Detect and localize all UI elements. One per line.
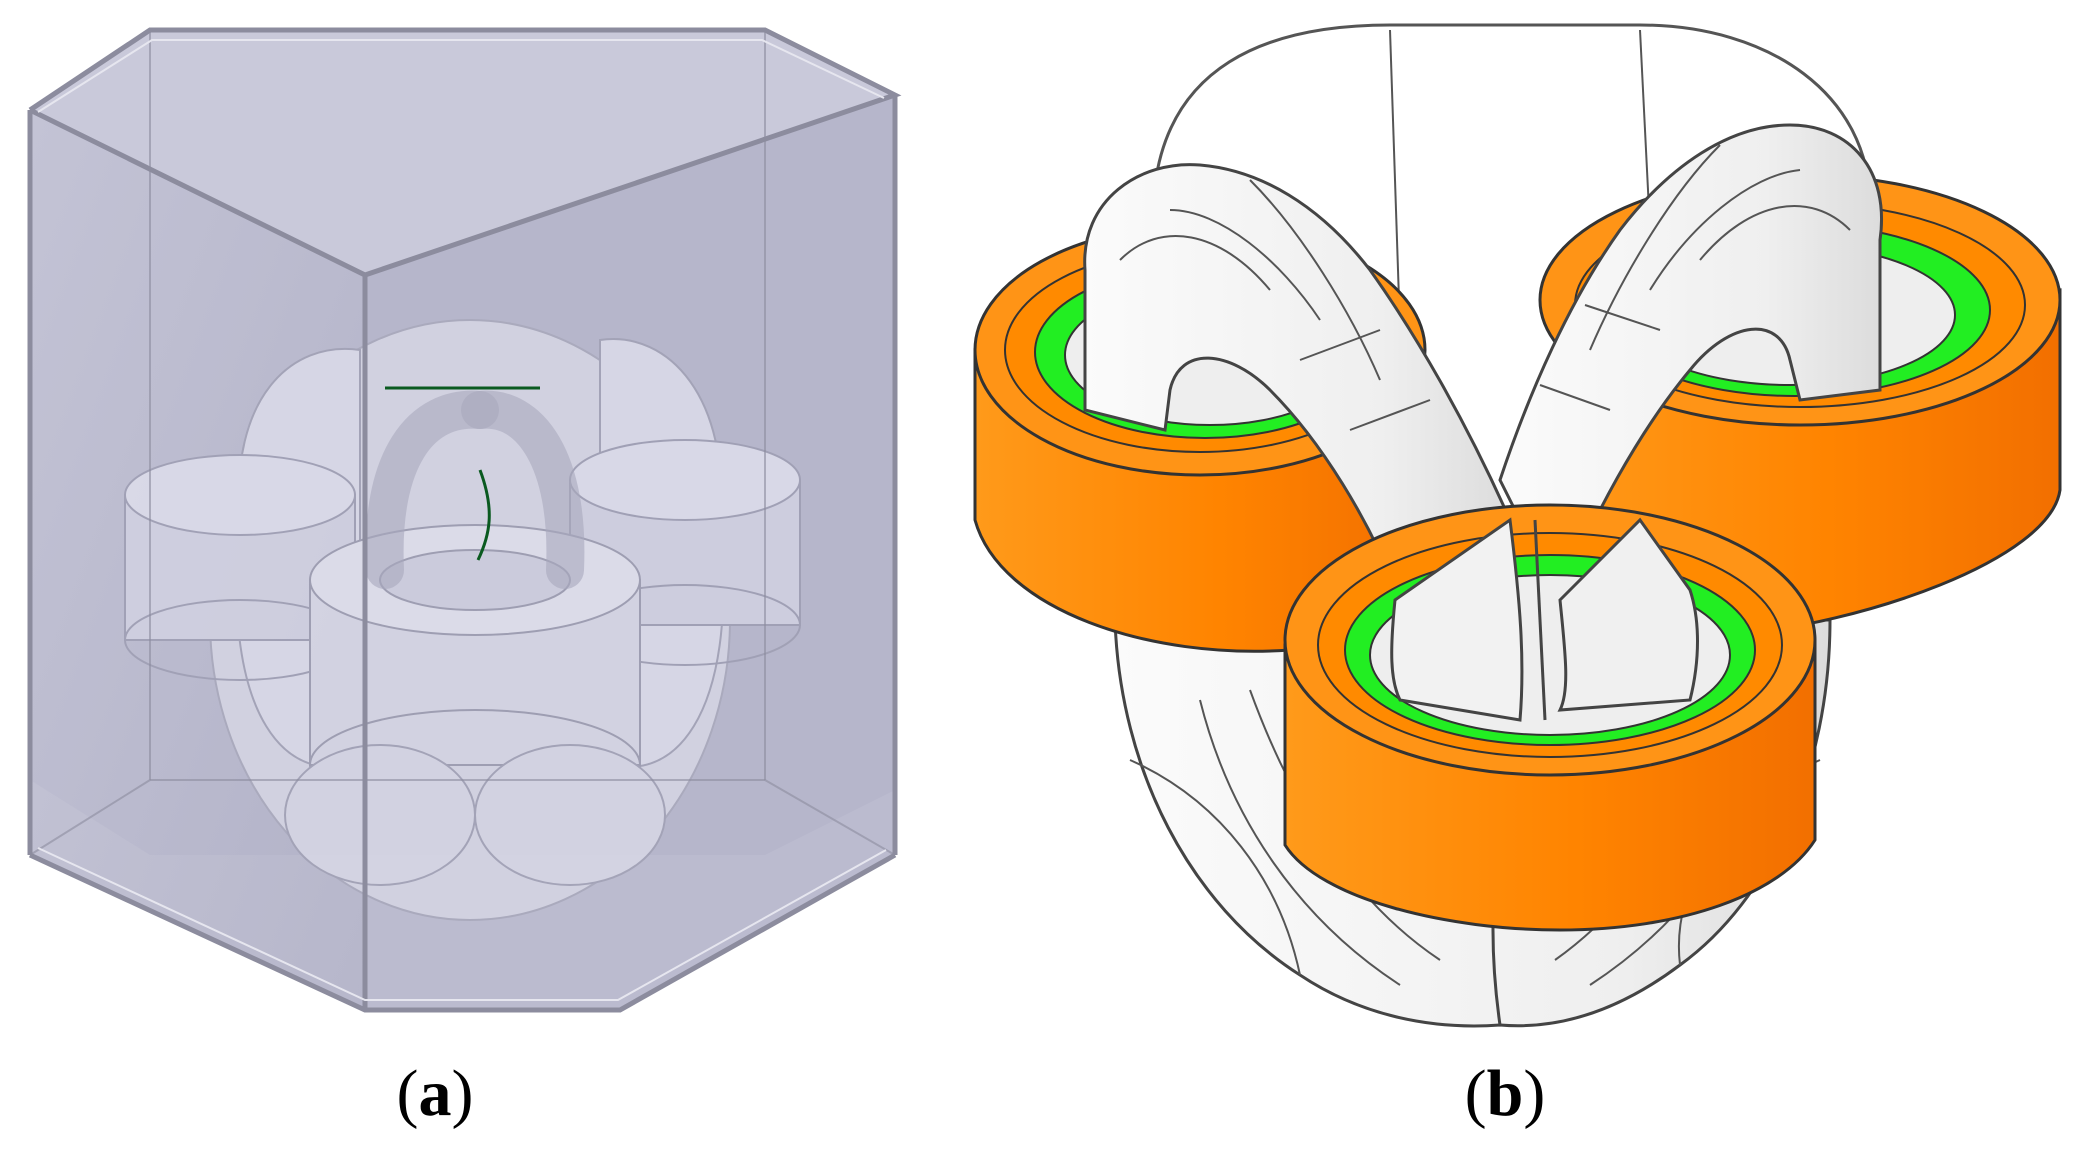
caption-a-letter: a bbox=[419, 1057, 452, 1130]
caption-b: (b) bbox=[1465, 1057, 1546, 1130]
caption-b-close: ) bbox=[1523, 1057, 1545, 1130]
ghost-yoke-left bbox=[365, 390, 499, 589]
core-center-limb-left bbox=[1390, 517, 1524, 722]
enclosure-edges bbox=[27, 27, 902, 1013]
caption-a: (a) bbox=[397, 1057, 474, 1130]
ghost-transformer bbox=[124, 319, 801, 921]
caption-a-close: ) bbox=[452, 1057, 474, 1130]
core-right-limb-lines bbox=[1539, 144, 1851, 411]
enclosure-inner-edges bbox=[37, 39, 887, 1001]
ghost-yoke-right bbox=[461, 390, 585, 589]
hidden-edge-curve bbox=[476, 469, 491, 561]
ghost-lower-lobe-right bbox=[474, 744, 666, 886]
core-center-limb-right bbox=[1557, 517, 1699, 712]
panel-b-core-coils-view bbox=[973, 23, 2062, 1028]
coil-front bbox=[1283, 503, 1817, 932]
caption-b-open: ( bbox=[1465, 1057, 1487, 1130]
caption-b-letter: b bbox=[1487, 1057, 1524, 1130]
core-right-limb bbox=[1498, 123, 1883, 604]
panel-a-enclosure-view bbox=[27, 27, 902, 1013]
ghost-lower-lobe-left bbox=[284, 744, 476, 886]
core-left-limb bbox=[1083, 163, 1512, 603]
core-left-limb-lines bbox=[1119, 179, 1431, 431]
caption-a-open: ( bbox=[397, 1057, 419, 1130]
